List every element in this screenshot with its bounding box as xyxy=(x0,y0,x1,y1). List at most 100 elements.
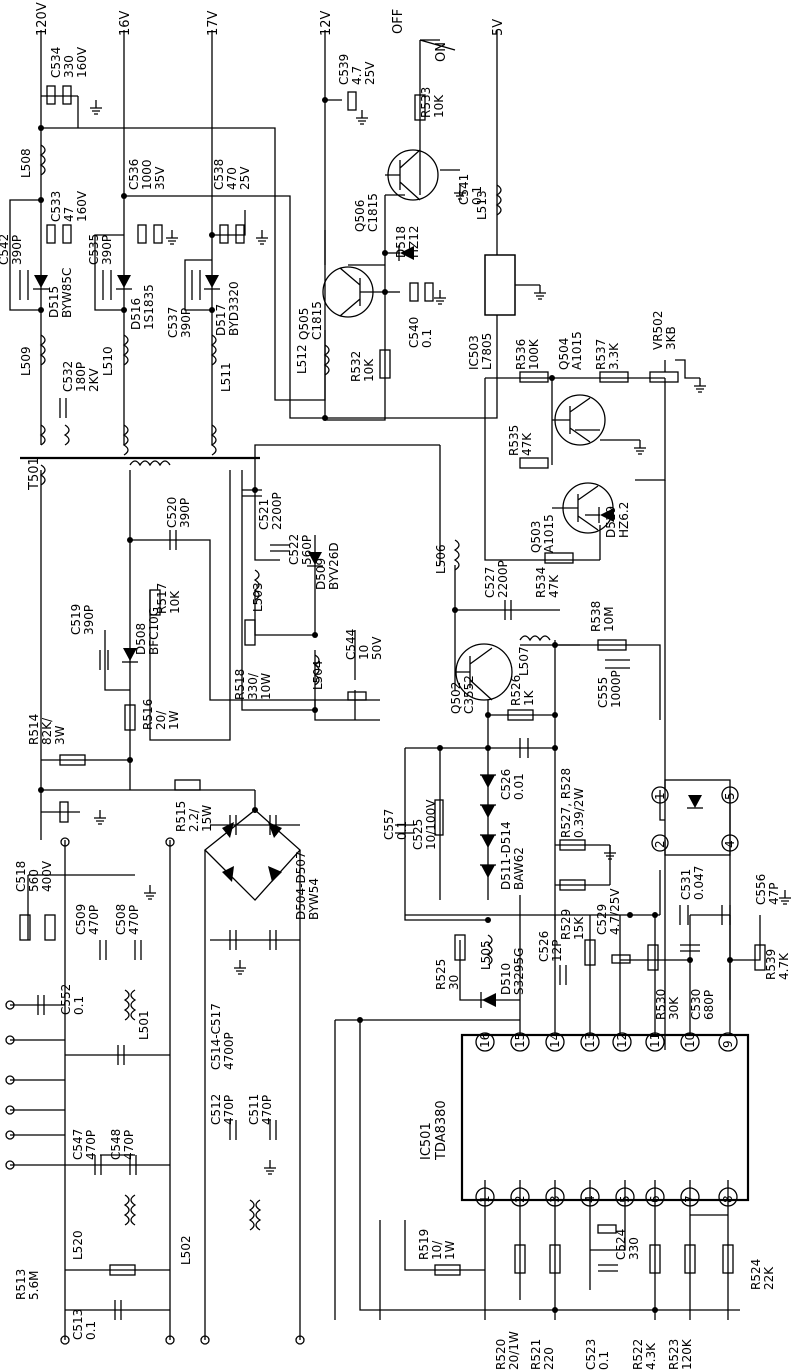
label-r523-1: 120K xyxy=(680,1338,694,1370)
label-c555-0: C555 xyxy=(596,677,610,708)
label-r537-1: 3.3K xyxy=(607,342,621,370)
label-c520-0: C520 xyxy=(165,497,179,528)
label-r533-0: R533 xyxy=(419,87,433,118)
label-q506-1: C1815 xyxy=(366,193,380,232)
label-l507-0: L507 xyxy=(517,646,531,676)
label-r514-1: 82K/ xyxy=(40,717,54,745)
label-l510-0: L510 xyxy=(101,346,115,376)
label-0-0: 1 xyxy=(653,792,667,800)
label-q504-0: Q504 xyxy=(557,338,571,370)
label-l501-0: L501 xyxy=(137,1010,151,1040)
label-c512-1: 470P xyxy=(222,1095,236,1125)
label-c514_517-0: C514-C517 xyxy=(209,1003,223,1070)
label-c530-1: 680P xyxy=(702,990,716,1020)
label-c532-2: 2KV xyxy=(87,367,101,392)
label-r514-0: R514 xyxy=(27,714,41,745)
transistor-icon xyxy=(322,149,614,701)
label-1-0: 16V xyxy=(118,10,133,36)
label-c524-1: 330 xyxy=(627,1237,641,1260)
label-c537-0: C537 xyxy=(166,307,180,338)
diode-icon xyxy=(33,245,703,1008)
label-r534-1: 47K xyxy=(547,574,561,598)
label-d508-0: D508 xyxy=(134,623,148,655)
label-c539-0: C539 xyxy=(337,54,351,85)
label-q502-0: Q502 xyxy=(449,682,463,714)
label-d515-0: D515 xyxy=(47,286,61,318)
label-c527-1: 2200P xyxy=(496,560,510,598)
label-c522-1: 560P xyxy=(300,535,314,565)
label-r536-0: R536 xyxy=(514,339,528,370)
label-ref-0: IC501 xyxy=(419,1122,434,1160)
label-d509-0: D509 xyxy=(314,558,328,590)
label-r518-0: R518 xyxy=(233,669,247,700)
label-c519-1: 390P xyxy=(82,605,96,635)
label-r513-1: 5.6M xyxy=(27,1271,41,1300)
label-l503-0: L503 xyxy=(251,582,265,612)
label-off-0: OFF xyxy=(391,9,406,34)
potentiometer-wiper-lead xyxy=(675,359,700,379)
label-r537-0: R537 xyxy=(594,339,608,370)
label-5-0: 6 xyxy=(648,1195,662,1203)
label-1-0: 2 xyxy=(513,1195,527,1203)
label-0-0: 120V xyxy=(35,2,50,36)
label-c522-0: C522 xyxy=(287,534,301,565)
label-on-0: ON xyxy=(434,42,449,62)
label-d510-1: S3295G xyxy=(512,948,526,995)
label-14-0: 15 xyxy=(513,1033,527,1048)
label-c536-2: 35V xyxy=(153,166,167,190)
label-q504-1: A1015 xyxy=(570,331,584,370)
label-l512-0: L512 xyxy=(295,344,309,374)
label-c521-1: 2200P xyxy=(270,492,284,530)
label-r529-1: 15K xyxy=(572,916,586,940)
label-d504_507-0: D504-D507 xyxy=(294,851,308,920)
label-2-0: 3 xyxy=(548,1195,562,1203)
label-c526a-1: 0.01 xyxy=(512,773,526,800)
label-r530-0: R530 xyxy=(654,989,668,1020)
label-c529-0: C529 xyxy=(595,904,609,935)
label-8-0: 9 xyxy=(721,1040,735,1048)
label-c548-1: 470P xyxy=(122,1130,136,1160)
label-c556-1: 47P xyxy=(767,882,781,905)
label-c556-0: C556 xyxy=(754,874,768,905)
label-c533-2: 160V xyxy=(75,190,89,222)
label-c555-1: 1000P xyxy=(609,670,623,708)
label-d504_507-1: BYW54 xyxy=(307,878,321,920)
label-r515-2: 15W xyxy=(200,805,214,832)
label-c511-1: 470P xyxy=(260,1095,274,1125)
regulator-body xyxy=(484,254,516,316)
label-c519-0: C519 xyxy=(69,604,83,635)
label-c542-0: C542 xyxy=(0,234,11,265)
label-r520-1: 20/1W xyxy=(507,1331,521,1370)
label-c518-2: 400V xyxy=(40,860,54,892)
label-c547-0: C547 xyxy=(71,1129,85,1160)
label-d511_514-0: D511-D514 xyxy=(499,821,513,890)
label-c552-1: 0.1 xyxy=(72,996,86,1015)
label-c532-0: C532 xyxy=(61,361,75,392)
label-c525-0: C525 xyxy=(411,819,425,850)
label-l502-0: L502 xyxy=(179,1235,193,1265)
label-c540-0: C540 xyxy=(407,317,421,348)
label-r523-0: R523 xyxy=(667,1339,681,1370)
label-c526a-0: C526 xyxy=(499,769,513,800)
label-r518-2: 10W xyxy=(259,673,273,700)
label-c530-0: C530 xyxy=(689,989,703,1020)
label-r529-0: R529 xyxy=(559,909,573,940)
label-10-0: 11 xyxy=(648,1033,662,1048)
label-c529-1: 4.7/25V xyxy=(608,888,622,935)
label-r535-0: R535 xyxy=(507,425,521,456)
label-r527_528-0: R527, R528 xyxy=(559,768,573,838)
label-r516-2: 1W xyxy=(167,710,181,730)
label-c531-0: C531 xyxy=(679,869,693,900)
label-c513-1: 0.1 xyxy=(84,1321,98,1340)
wiring xyxy=(9,30,761,1340)
label-l511-0: L511 xyxy=(219,362,233,392)
label-q502-1: C3552 xyxy=(462,675,476,714)
label-r519-1: 10/ xyxy=(430,1240,444,1260)
label-r516-1: 20/ xyxy=(154,710,168,730)
label-c538-1: 470 xyxy=(225,167,239,190)
label-r539-0: R539 xyxy=(764,949,778,980)
label-d509-1: BYV26D xyxy=(327,542,341,590)
label-r526-0: R526 xyxy=(509,675,523,706)
label-9-0: 10 xyxy=(683,1033,697,1048)
